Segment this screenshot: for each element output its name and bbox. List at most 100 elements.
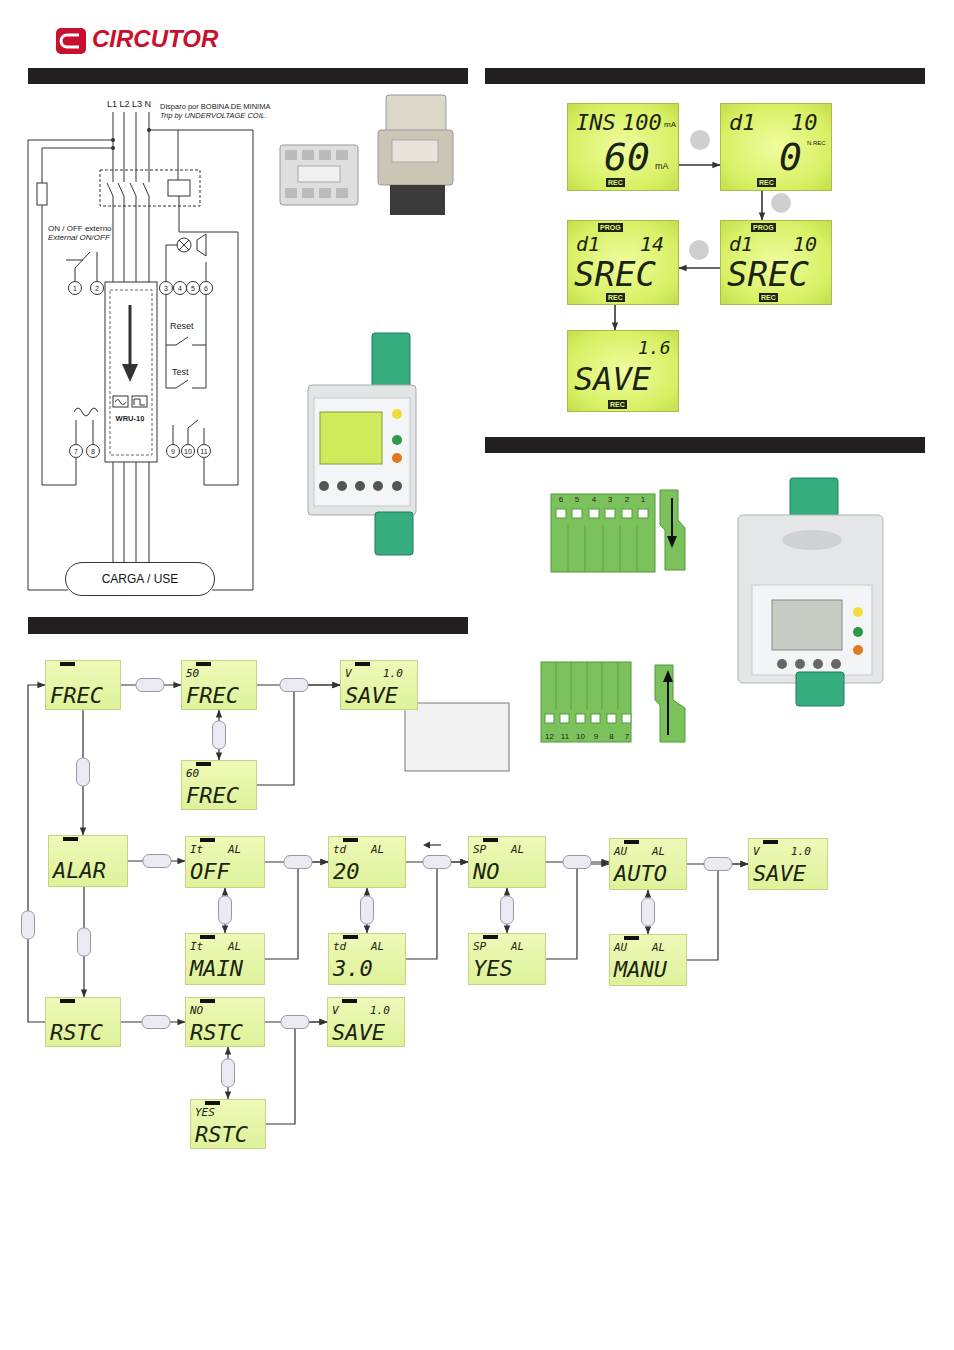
- wiring-diagram: [178, 130, 179, 180]
- wiring-diagram: [100, 170, 200, 206]
- button-pill: [143, 855, 171, 868]
- annotation-label: 8: [91, 448, 95, 455]
- direction-arrow: [423, 842, 441, 849]
- screen-text: PROG: [751, 223, 776, 232]
- brand-logo: CIRCUTOR: [92, 27, 218, 51]
- button-pill: [22, 679, 733, 1088]
- empty-note-box: [405, 703, 509, 771]
- screen-text: INS: [576, 112, 616, 134]
- wiring-diagram: [113, 196, 149, 282]
- wiring-diagram: [42, 148, 113, 485]
- screen-text: d1: [576, 234, 600, 254]
- lcd-screen: YESRSTC: [190, 1099, 266, 1149]
- lcd-screen: d110N.REC0REC: [720, 103, 832, 191]
- callout-circle: [690, 130, 710, 150]
- button-pill: [22, 911, 35, 939]
- terminal-connector: [589, 509, 599, 518]
- residual-relay-module: [110, 290, 152, 455]
- lcd-indicator: [355, 662, 370, 666]
- lcd-indicator: [483, 935, 498, 939]
- terminal-circle: [69, 282, 213, 458]
- screen-text: YES: [473, 958, 513, 980]
- wiring-dot: [111, 138, 115, 142]
- screen-text: REC: [606, 178, 625, 187]
- screen-text: 3.0: [333, 958, 373, 980]
- lcd-screen: 50FREC: [181, 660, 257, 710]
- screen-text: d1: [729, 112, 756, 134]
- lcd-screen: V1.0SAVE: [327, 997, 405, 1047]
- lcd-indicator: [200, 935, 215, 939]
- residual-relay-module: [122, 364, 138, 382]
- terminal-circle: [69, 282, 82, 295]
- annotation-label: 10: [184, 448, 192, 455]
- terminal-connector: [556, 509, 566, 518]
- screen-text: AL: [652, 846, 665, 857]
- screen-text: 60: [604, 138, 650, 176]
- terminal-connector: [663, 670, 673, 682]
- terminal-circle: [160, 282, 173, 295]
- terminal-connector: [660, 490, 685, 570]
- lcd-screen: ItALOFF: [185, 836, 265, 888]
- flow-arrow: [406, 862, 468, 959]
- terminal-connector: [572, 509, 582, 518]
- annotation-label: External ON/OFF: [48, 234, 110, 242]
- device-photo: [337, 481, 347, 491]
- terminal-circle: [182, 445, 195, 458]
- residual-relay-module: [105, 282, 157, 462]
- screen-text: It: [190, 844, 203, 855]
- callout-circle: [771, 193, 791, 213]
- wiring-diagram: [166, 345, 206, 388]
- lcd-indicator: [483, 838, 498, 842]
- device-photo: [738, 478, 883, 706]
- device-photo: [308, 333, 416, 555]
- lcd-screen: PROGd110SRECREC: [720, 220, 832, 305]
- wiring-dot: [147, 128, 151, 132]
- contactor-photo: [298, 166, 340, 182]
- screen-text: NO: [473, 861, 500, 883]
- contactor-photo: [378, 130, 453, 185]
- wiring-diagram: [149, 130, 253, 590]
- lcd-screen: FREC: [45, 660, 121, 710]
- contactor-photo: [336, 188, 348, 198]
- wiring-diagram: [66, 252, 97, 281]
- logo-icon: [56, 28, 86, 54]
- screen-text: mA: [664, 121, 676, 129]
- empty-note-box: [405, 703, 509, 771]
- annotation-label: 6: [559, 496, 563, 504]
- lcd-screen: V1.0SAVE: [748, 838, 828, 890]
- annotation-label: Test: [172, 368, 189, 377]
- lcd-screen: NORSTC: [185, 997, 265, 1047]
- lcd-screen: tdAL3.0: [328, 933, 406, 985]
- lcd-indicator: [196, 662, 211, 666]
- device-photo: [372, 333, 410, 388]
- screen-text: SAVE: [753, 863, 806, 885]
- screen-text: AL: [652, 942, 665, 953]
- annotation-label: ON / OFF externo: [48, 225, 112, 233]
- annotation-label: 4: [178, 285, 182, 292]
- terminal-connector: [622, 714, 631, 723]
- contactor-photo: [336, 150, 348, 160]
- terminal-circle: [200, 282, 213, 295]
- button-pill: [219, 896, 232, 924]
- flow-arrow: [28, 685, 45, 1022]
- terminal-connector: [591, 714, 600, 723]
- lcd-screen: ItALMAIN: [185, 933, 265, 985]
- lcd-indicator: [196, 762, 211, 766]
- lcd-screen: AUALMANU: [609, 934, 687, 986]
- lcd-screen: RSTC: [45, 997, 121, 1047]
- button-pill: [423, 856, 451, 869]
- lcd-indicator: [624, 840, 639, 844]
- button-pill: [642, 898, 655, 926]
- annotation-label: Disparo por BOBINA DE MINIMA: [160, 103, 270, 111]
- screen-text: AL: [371, 941, 384, 952]
- screen-text: mA: [655, 162, 669, 171]
- screen-text: td: [333, 844, 346, 855]
- section-header-bar: [485, 437, 925, 453]
- contactor-photo: [386, 95, 446, 135]
- terminal-circle: [167, 445, 180, 458]
- screen-text: AU: [614, 846, 627, 857]
- contactor-photo: [319, 188, 331, 198]
- annotation-label: 2: [95, 285, 99, 292]
- screen-text: 1.0: [370, 1005, 390, 1016]
